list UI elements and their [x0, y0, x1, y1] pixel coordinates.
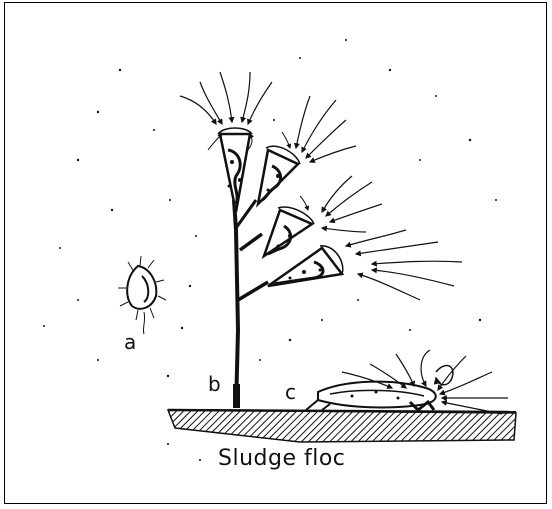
sludge-floc-ground [168, 410, 516, 442]
caption-sludge-floc: Sludge floc [218, 448, 345, 470]
label-a: a [124, 332, 136, 352]
label-b: b [208, 374, 221, 394]
label-c: c [285, 382, 296, 402]
crawling-ciliate-c [306, 350, 508, 414]
stalked-ciliate-colony-b [180, 72, 462, 408]
free-swimming-ciliate-a [118, 256, 166, 334]
